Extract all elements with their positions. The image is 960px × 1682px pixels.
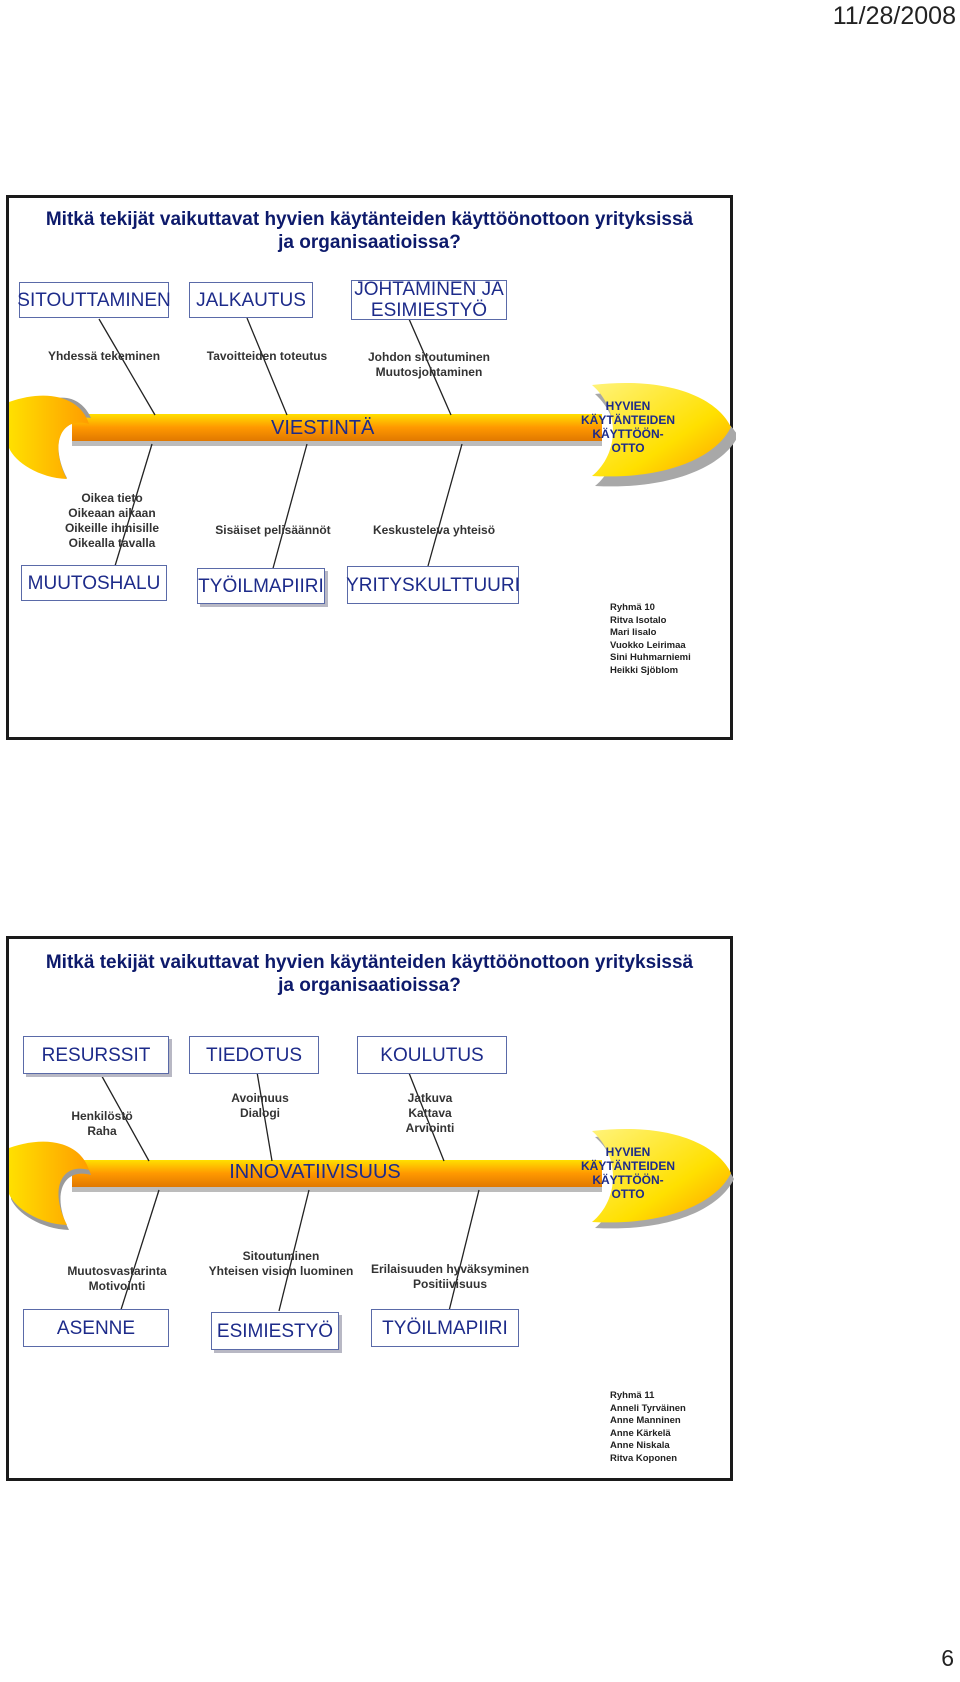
category-box: TIEDOTUS [189,1036,319,1074]
credits: Ryhmä 10 Ritva Isotalo Mari Iisalo Vuokk… [610,602,691,676]
bone-label-bottom-1: Oikea tieto Oikeaan aikaan Oikeille ihmi… [64,491,160,550]
bone-line-bottom-3 [448,1189,480,1312]
spine [72,414,602,441]
credits: Ryhmä 11 Anneli Tyrväinen Anne Manninen … [610,1390,686,1464]
head [592,382,731,477]
fishbone-graphic [9,317,736,573]
slide-title: Mitkä tekijät vaikuttavat hyvien käytänt… [45,952,694,996]
spine-label: VIESTINTÄ [271,417,375,439]
category-box: JOHTAMINEN JA ESIMIESTYÖ [351,279,507,321]
bone-line-top-3 [408,1072,445,1162]
category-box: ASENNE [23,1309,169,1347]
bone-label-top-2: Avoimuus Dialogi [231,1091,289,1120]
fishbone-graphic [9,1070,734,1317]
bone-line-top-3 [408,318,452,416]
bone-line-bottom-1 [118,1189,160,1317]
bone-label-top-1: Henkilöstö Raha [71,1109,133,1138]
tail [9,1141,89,1225]
bone-line-top-2 [256,1071,273,1162]
bone-label-top-1: Yhdessä tekeminen [47,349,161,363]
tail [9,395,89,479]
category-box: SITOUTTAMINEN [17,282,171,318]
category-box: YRITYSKULTTUURI [346,566,520,604]
bone-label-bottom-3: Keskusteleva yhteisö [372,523,496,537]
bone-line-top-1 [98,318,156,416]
category-box: TYÖILMAPIIRI [197,568,325,604]
bone-line-bottom-2 [278,1189,310,1312]
bone-line-top-2 [246,317,288,416]
bone-label-bottom-1: Muutosvastarinta Motivointi [67,1264,167,1293]
bone-label-top-3: Johdon sitoutuminen Muutosjohtaminen [368,350,490,379]
bone-label-bottom-2: Sitoutuminen Yhteisen vision luominen [208,1249,354,1278]
bone-label-bottom-3: Erilaisuuden hyväksyminen Positiivisuus [370,1262,530,1291]
category-box: JALKAUTUS [189,282,313,318]
slide-1: Mitkä tekijät vaikuttavat hyvien käytänt… [6,195,736,740]
bone-line-top-1 [98,1070,150,1162]
page-number: 6 [941,1645,954,1671]
slide-title: Mitkä tekijät vaikuttavat hyvien käytänt… [45,209,694,253]
bone-label-bottom-2: Sisäiset pelisäännöt [215,523,331,537]
spine [72,1160,602,1187]
head-label: HYVIEN KÄYTÄNTEIDEN KÄYTTÖÖN- OTTO [580,1145,675,1201]
category-box: RESURSSIT [23,1036,169,1074]
head-label: HYVIEN KÄYTÄNTEIDEN KÄYTTÖÖN- OTTO [580,399,675,455]
bone-line-bottom-3 [427,443,463,567]
head [592,1128,731,1223]
spine-label: INNOVATIIVISUUS [229,1161,401,1183]
bone-label-top-3: Jatkuva Kattava Arviointi [405,1091,455,1135]
category-box: MUUTOSHALU [21,565,167,601]
date-header: 11/28/2008 [832,2,956,30]
category-box: KOULUTUS [357,1036,507,1074]
slide-2: Mitkä tekijät vaikuttavat hyvien käytänt… [6,936,734,1481]
bone-label-top-2: Tavoitteiden toteutus [206,349,328,363]
bone-line-bottom-2 [271,443,308,573]
category-box: ESIMIESTYÖ [211,1312,339,1350]
bone-line-bottom-1 [114,443,153,567]
category-box: TYÖILMAPIIRI [371,1309,519,1347]
